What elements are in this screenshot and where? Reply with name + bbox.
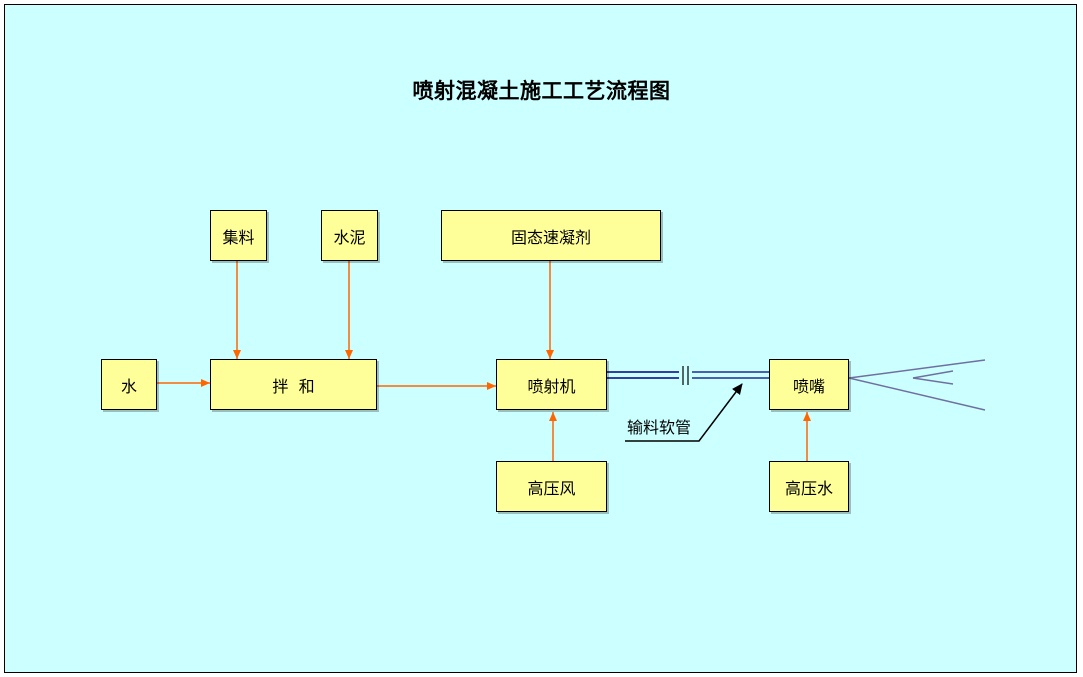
accelerator-label: 固态速凝剂 [510,227,591,247]
accelerator-box: 固态速凝剂 [441,210,661,261]
mixing-box: 拌 和 [210,359,377,410]
high-pressure-air-box: 高压风 [496,461,607,512]
delivery-hose [607,366,769,385]
diagram-title: 喷射混凝土施工工艺流程图 [412,79,671,103]
spray-pattern [848,359,986,411]
hose-label-pointer [625,383,743,442]
sprayer-box: 喷射机 [496,359,607,410]
cement-label: 水泥 [333,227,366,247]
sprayer-label: 喷射机 [527,376,576,396]
connectors-layer [157,261,986,461]
mixing-label: 拌 和 [272,376,315,396]
water-label: 水 [120,376,137,396]
aggregate-box: 集料 [210,210,267,261]
hose-label: 输料软管 [627,418,692,437]
water-box: 水 [101,359,157,410]
aggregate-label: 集料 [222,227,255,247]
nozzle-box: 喷嘴 [769,359,849,410]
flowchart-canvas: 喷射混凝土施工工艺流程图 [4,4,1077,673]
high-pressure-water-box: 高压水 [769,461,849,512]
high-pressure-air-label: 高压风 [527,478,576,498]
nozzle-label: 喷嘴 [792,376,825,396]
cement-box: 水泥 [321,210,378,261]
high-pressure-water-label: 高压水 [784,478,833,498]
